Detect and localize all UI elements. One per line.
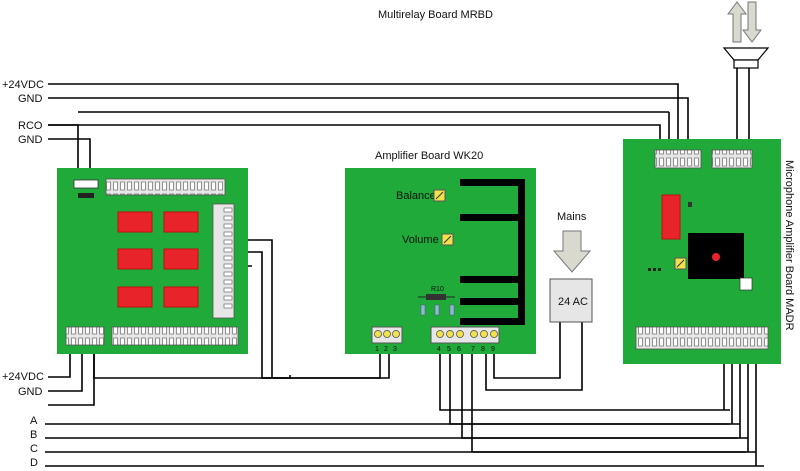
relay-6 bbox=[163, 286, 199, 308]
relay-2 bbox=[163, 211, 199, 233]
amp-term-4: 4 bbox=[437, 346, 441, 353]
volume-label: Volume bbox=[402, 234, 439, 246]
multirelay-board bbox=[57, 168, 248, 354]
cap-3 bbox=[449, 304, 455, 316]
relay-5 bbox=[117, 286, 153, 308]
madr-relay bbox=[661, 194, 681, 240]
mic-amplifier-board bbox=[623, 139, 781, 364]
amplifier-board: Balance Volume R10 1 2 3 4 5 6 7 8 9 bbox=[345, 168, 536, 354]
label-gnd-bottom: GND bbox=[18, 386, 43, 398]
label-rco: RCO bbox=[18, 120, 43, 132]
bus-label-a: A bbox=[30, 415, 38, 427]
down-arrow-icon bbox=[742, 1, 762, 43]
amp-term-1: 1 bbox=[375, 346, 379, 353]
speaker-cone-icon bbox=[722, 47, 770, 61]
amp-term-3: 3 bbox=[393, 346, 397, 353]
amp-heatsink bbox=[460, 179, 525, 325]
amp-term-8: 8 bbox=[481, 346, 485, 353]
bus-labels: A B C D bbox=[30, 415, 38, 469]
mrbd-rco-connector bbox=[73, 179, 99, 189]
label-24vdc-bottom: +24VDC bbox=[2, 371, 44, 383]
amp-term-5: 5 bbox=[447, 346, 451, 353]
label-gnd-rco: GND bbox=[18, 134, 43, 146]
mrbd-bottom-terminals bbox=[111, 326, 239, 346]
cap-2 bbox=[434, 304, 440, 316]
mains-arrow-icon bbox=[552, 230, 592, 273]
mrbd-power-terminals bbox=[65, 326, 105, 346]
label-24vdc-top: +24VDC bbox=[2, 79, 44, 91]
madr-small-connector bbox=[739, 277, 753, 291]
amp-term-7: 7 bbox=[471, 346, 475, 353]
up-arrow-icon bbox=[727, 1, 747, 43]
cap-1 bbox=[420, 304, 426, 316]
mrbd-ic bbox=[78, 193, 94, 198]
bus-label-b: B bbox=[30, 429, 37, 441]
mains-label: Mains bbox=[557, 211, 587, 223]
amp-term-6: 6 bbox=[457, 346, 461, 353]
resistor-label: R10 bbox=[431, 286, 444, 293]
relay-1 bbox=[117, 211, 153, 233]
mrbd-top-terminals bbox=[105, 178, 226, 196]
transformer-box bbox=[549, 278, 593, 323]
balance-label: Balance bbox=[396, 190, 436, 202]
label-gnd-top: GND bbox=[18, 93, 43, 105]
left-bottom-labels: +24VDC GND bbox=[2, 371, 44, 398]
speaker-symbol bbox=[722, 1, 770, 69]
resistor-r10 bbox=[426, 294, 446, 300]
mrbd-right-terminals bbox=[212, 203, 235, 319]
bus-label-c: C bbox=[30, 443, 38, 455]
mic-title: Microphone Amplifier Board MADR bbox=[783, 160, 795, 331]
bus-label-d: D bbox=[30, 457, 38, 469]
amp-term-2: 2 bbox=[384, 346, 388, 353]
amp-term-9: 9 bbox=[491, 346, 495, 353]
left-top-labels: +24VDC GND RCO GND bbox=[2, 79, 44, 146]
amp-title: Amplifier Board WK20 bbox=[375, 150, 483, 162]
relay-3 bbox=[117, 248, 153, 270]
relay-group bbox=[117, 211, 199, 308]
madr-bottom-terminals bbox=[635, 326, 769, 350]
diagram-title: Multirelay Board MRBD bbox=[378, 9, 493, 21]
madr-power-terminals bbox=[654, 149, 702, 169]
relay-4 bbox=[163, 248, 199, 270]
transformer-label: 24 AC bbox=[558, 296, 588, 308]
madr-led bbox=[712, 253, 720, 261]
madr-mic-terminals bbox=[711, 149, 753, 169]
